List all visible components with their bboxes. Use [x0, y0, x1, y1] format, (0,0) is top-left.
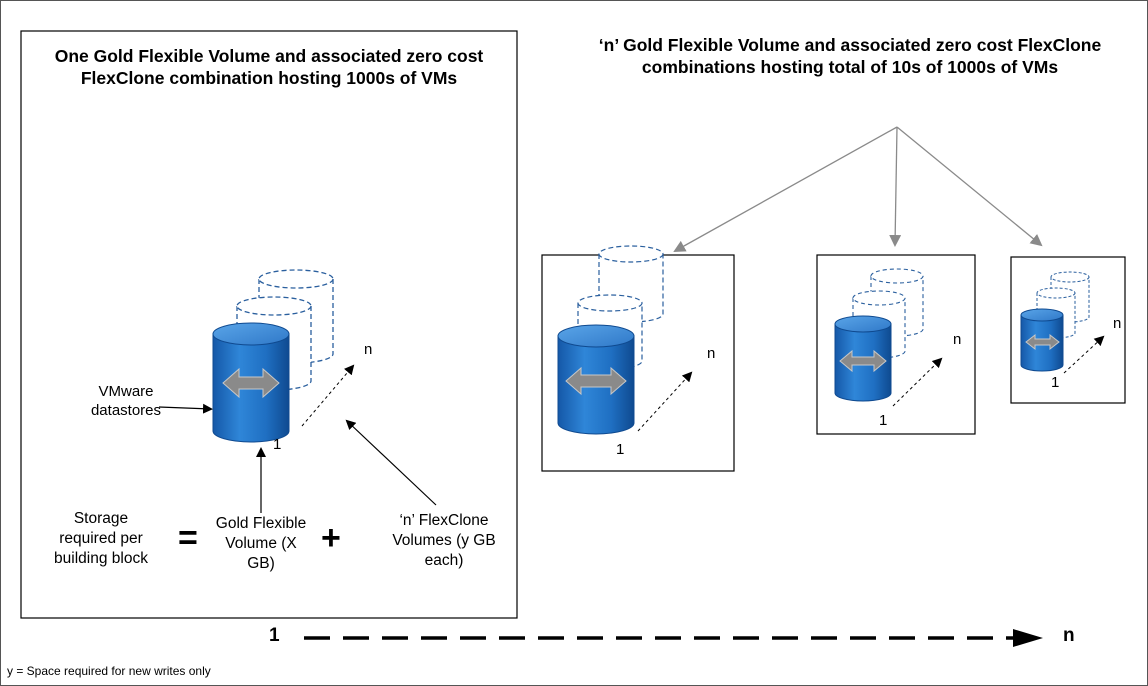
left-panel-frame: [20, 30, 518, 619]
bidirectional-arrow-icon: [1025, 333, 1060, 351]
block-large-one-label: 1: [616, 441, 625, 458]
building-block-medium: [816, 254, 976, 435]
gold-volume-label: Gold Flexible Volume (X GB): [215, 515, 307, 572]
block-medium-n-label: n: [953, 331, 962, 348]
building-block-small: [1010, 256, 1126, 404]
footnote: y = Space required for new writes only: [7, 664, 211, 678]
datastores-label: VMware datastores: [90, 383, 162, 419]
equals-sign: =: [178, 519, 198, 557]
flexclone-pointer-arrow: [345, 419, 437, 506]
right-section-title: ‘n’ Gold Flexible Volume and associated …: [598, 35, 1102, 77]
scale-axis-start: 1: [269, 625, 280, 646]
block-large-n-label: n: [707, 345, 716, 362]
bidirectional-arrow-icon: [222, 367, 280, 399]
block-small-n-label: n: [1113, 315, 1122, 332]
fanout-arrows: [673, 126, 1043, 252]
datastores-pointer-arrow: [158, 403, 213, 414]
scale-axis-end: n: [1063, 625, 1075, 646]
flexclone-volumes-label: ‘n’ FlexClone Volumes (y GB each): [392, 512, 496, 569]
bidirectional-arrow-icon: [839, 349, 887, 373]
block-small-one-label: 1: [1051, 374, 1060, 391]
left-panel-title: One Gold Flexible Volume and associated …: [54, 46, 484, 88]
block-medium-one-label: 1: [879, 412, 888, 429]
building-block-large: [541, 245, 735, 472]
storage-required-label: Storage required per building block: [54, 510, 148, 567]
bidirectional-arrow-icon: [565, 366, 627, 396]
gold-volume-cylinder: [212, 322, 290, 443]
left-scale-dotted-arrow: [301, 364, 355, 427]
plus-sign: +: [321, 519, 341, 557]
left-n-label: n: [364, 341, 373, 358]
left-volume-stack: [212, 269, 334, 443]
left-one-label: 1: [273, 436, 282, 453]
